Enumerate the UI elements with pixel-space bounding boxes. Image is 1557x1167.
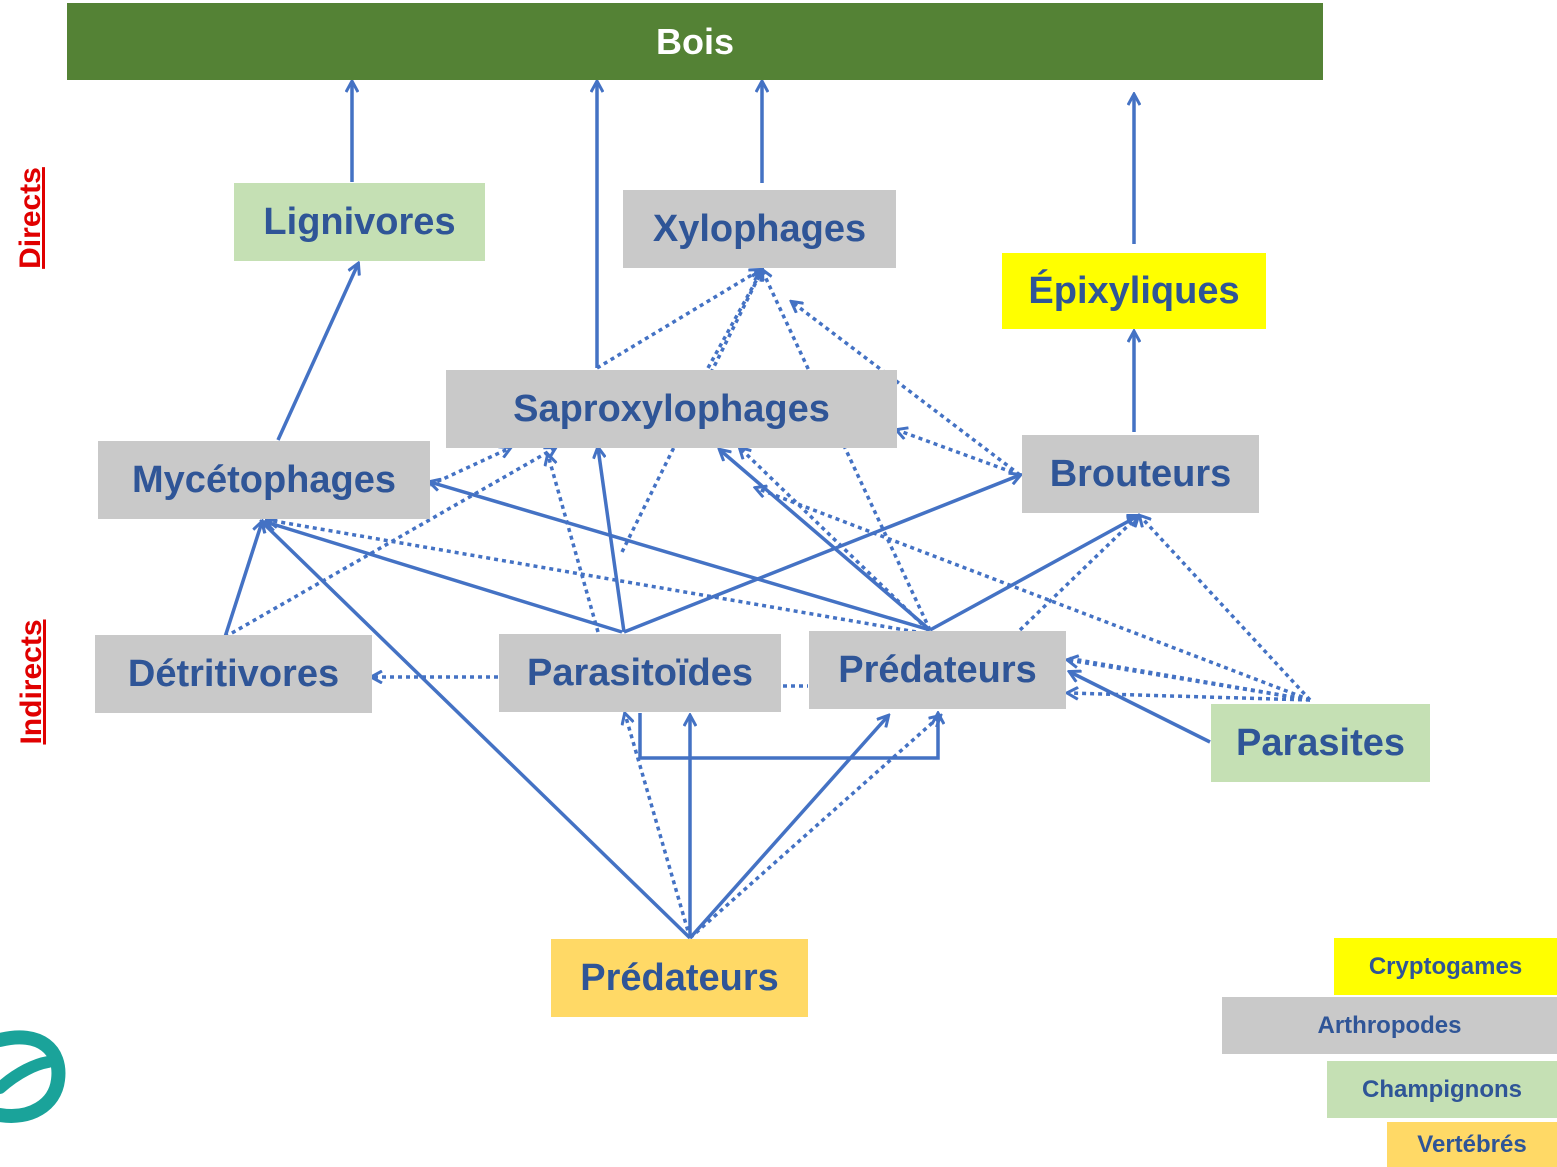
node-predateurs-arthropodes-label: Prédateurs [838,648,1037,691]
logo-icon [0,1030,66,1123]
bois-label: Bois [655,20,734,62]
legend-arthropodes: Arthropodes [1222,997,1557,1054]
node-parasites-label: Parasites [1235,721,1405,764]
node-brouteurs: Brouteurs [1022,435,1259,513]
edge-predateurs-mycetophages [430,482,931,632]
bois-bar: Bois [67,3,1323,80]
dedge-vert-parasitoides [625,714,692,939]
dedge-parasites-sapro [756,488,1311,702]
dedge-parasites-mycetophages [268,520,1311,702]
legend-champignons-label: Champignons [1362,1075,1522,1103]
dedge-predateurs-xylo [762,270,932,631]
legend-vertebres-label: Vertébrés [1417,1130,1527,1158]
dedge-predateurs-sapro [740,448,930,632]
legend-champignons: Champignons [1327,1061,1557,1118]
node-xylophages: Xylophages [623,190,896,268]
dedge-myceto-sapro [429,448,510,487]
edge-vert-predateurs [688,716,888,940]
legend-cryptogames-label: Cryptogames [1368,952,1523,980]
node-parasitoides-label: Parasitoïdes [527,651,753,694]
direct-label: Directs [14,167,47,269]
dedge-vert-predateurs [688,716,940,940]
node-lignivores-label: Lignivores [263,200,456,243]
node-detritivores: Détritivores [95,635,372,713]
dedge-predateurs-brouteurs2 [1018,516,1138,632]
node-mycetophages-label: Mycétophages [132,458,396,501]
node-predateurs-arthropodes: Prédateurs [809,631,1066,709]
edge-parasitoides-mycetophages [266,522,623,634]
edge-parasites-predateurs [1070,672,1211,744]
node-detritivores-label: Détritivores [127,652,340,695]
edge-mycetophages-lignivores [276,264,358,441]
edge-parasitoides-saproxylophages [598,448,626,633]
indirect-label: Indirects [15,619,48,745]
dedge-sapro2-xylo [706,270,762,369]
node-epixyliques: Épixyliques [1002,253,1266,329]
node-predateurs-vertebres-label: Prédateurs [580,956,779,999]
dedge-brouteurs-sapro [897,430,1021,477]
node-predateurs-vertebres: Prédateurs [551,939,808,1017]
edge-vert-mycetophages [262,522,692,940]
dedge-parasites-predateurs2 [1068,693,1311,702]
legend-arthropodes-label: Arthropodes [1317,1011,1462,1039]
node-saproxylophages-label: Saproxylophages [513,387,830,430]
dedge-parasites-brouteurs [1140,516,1312,702]
node-epixyliques-label: Épixyliques [1028,269,1240,312]
edge-detritivores-mycetophages [223,522,262,638]
legend-cryptogames: Cryptogames [1334,938,1557,995]
legend-vertebres: Vertébrés [1387,1122,1557,1167]
edge-predateurs-saproxylophages [720,450,932,632]
node-saproxylophages: Saproxylophages [446,370,897,448]
edge-predateurs-brouteurs [929,516,1138,632]
edge-parasitoides-brouteurs [623,475,1020,634]
edge-parasitoides-predateurs-bracket [638,713,938,760]
node-mycetophages: Mycétophages [98,441,430,519]
dedge-parasitoides-sapro [548,455,600,633]
node-parasites: Parasites [1211,704,1430,782]
node-xylophages-label: Xylophages [652,207,867,250]
node-brouteurs-label: Brouteurs [1049,452,1232,495]
node-lignivores: Lignivores [234,183,485,261]
node-parasitoides: Parasitoïdes [499,634,781,712]
